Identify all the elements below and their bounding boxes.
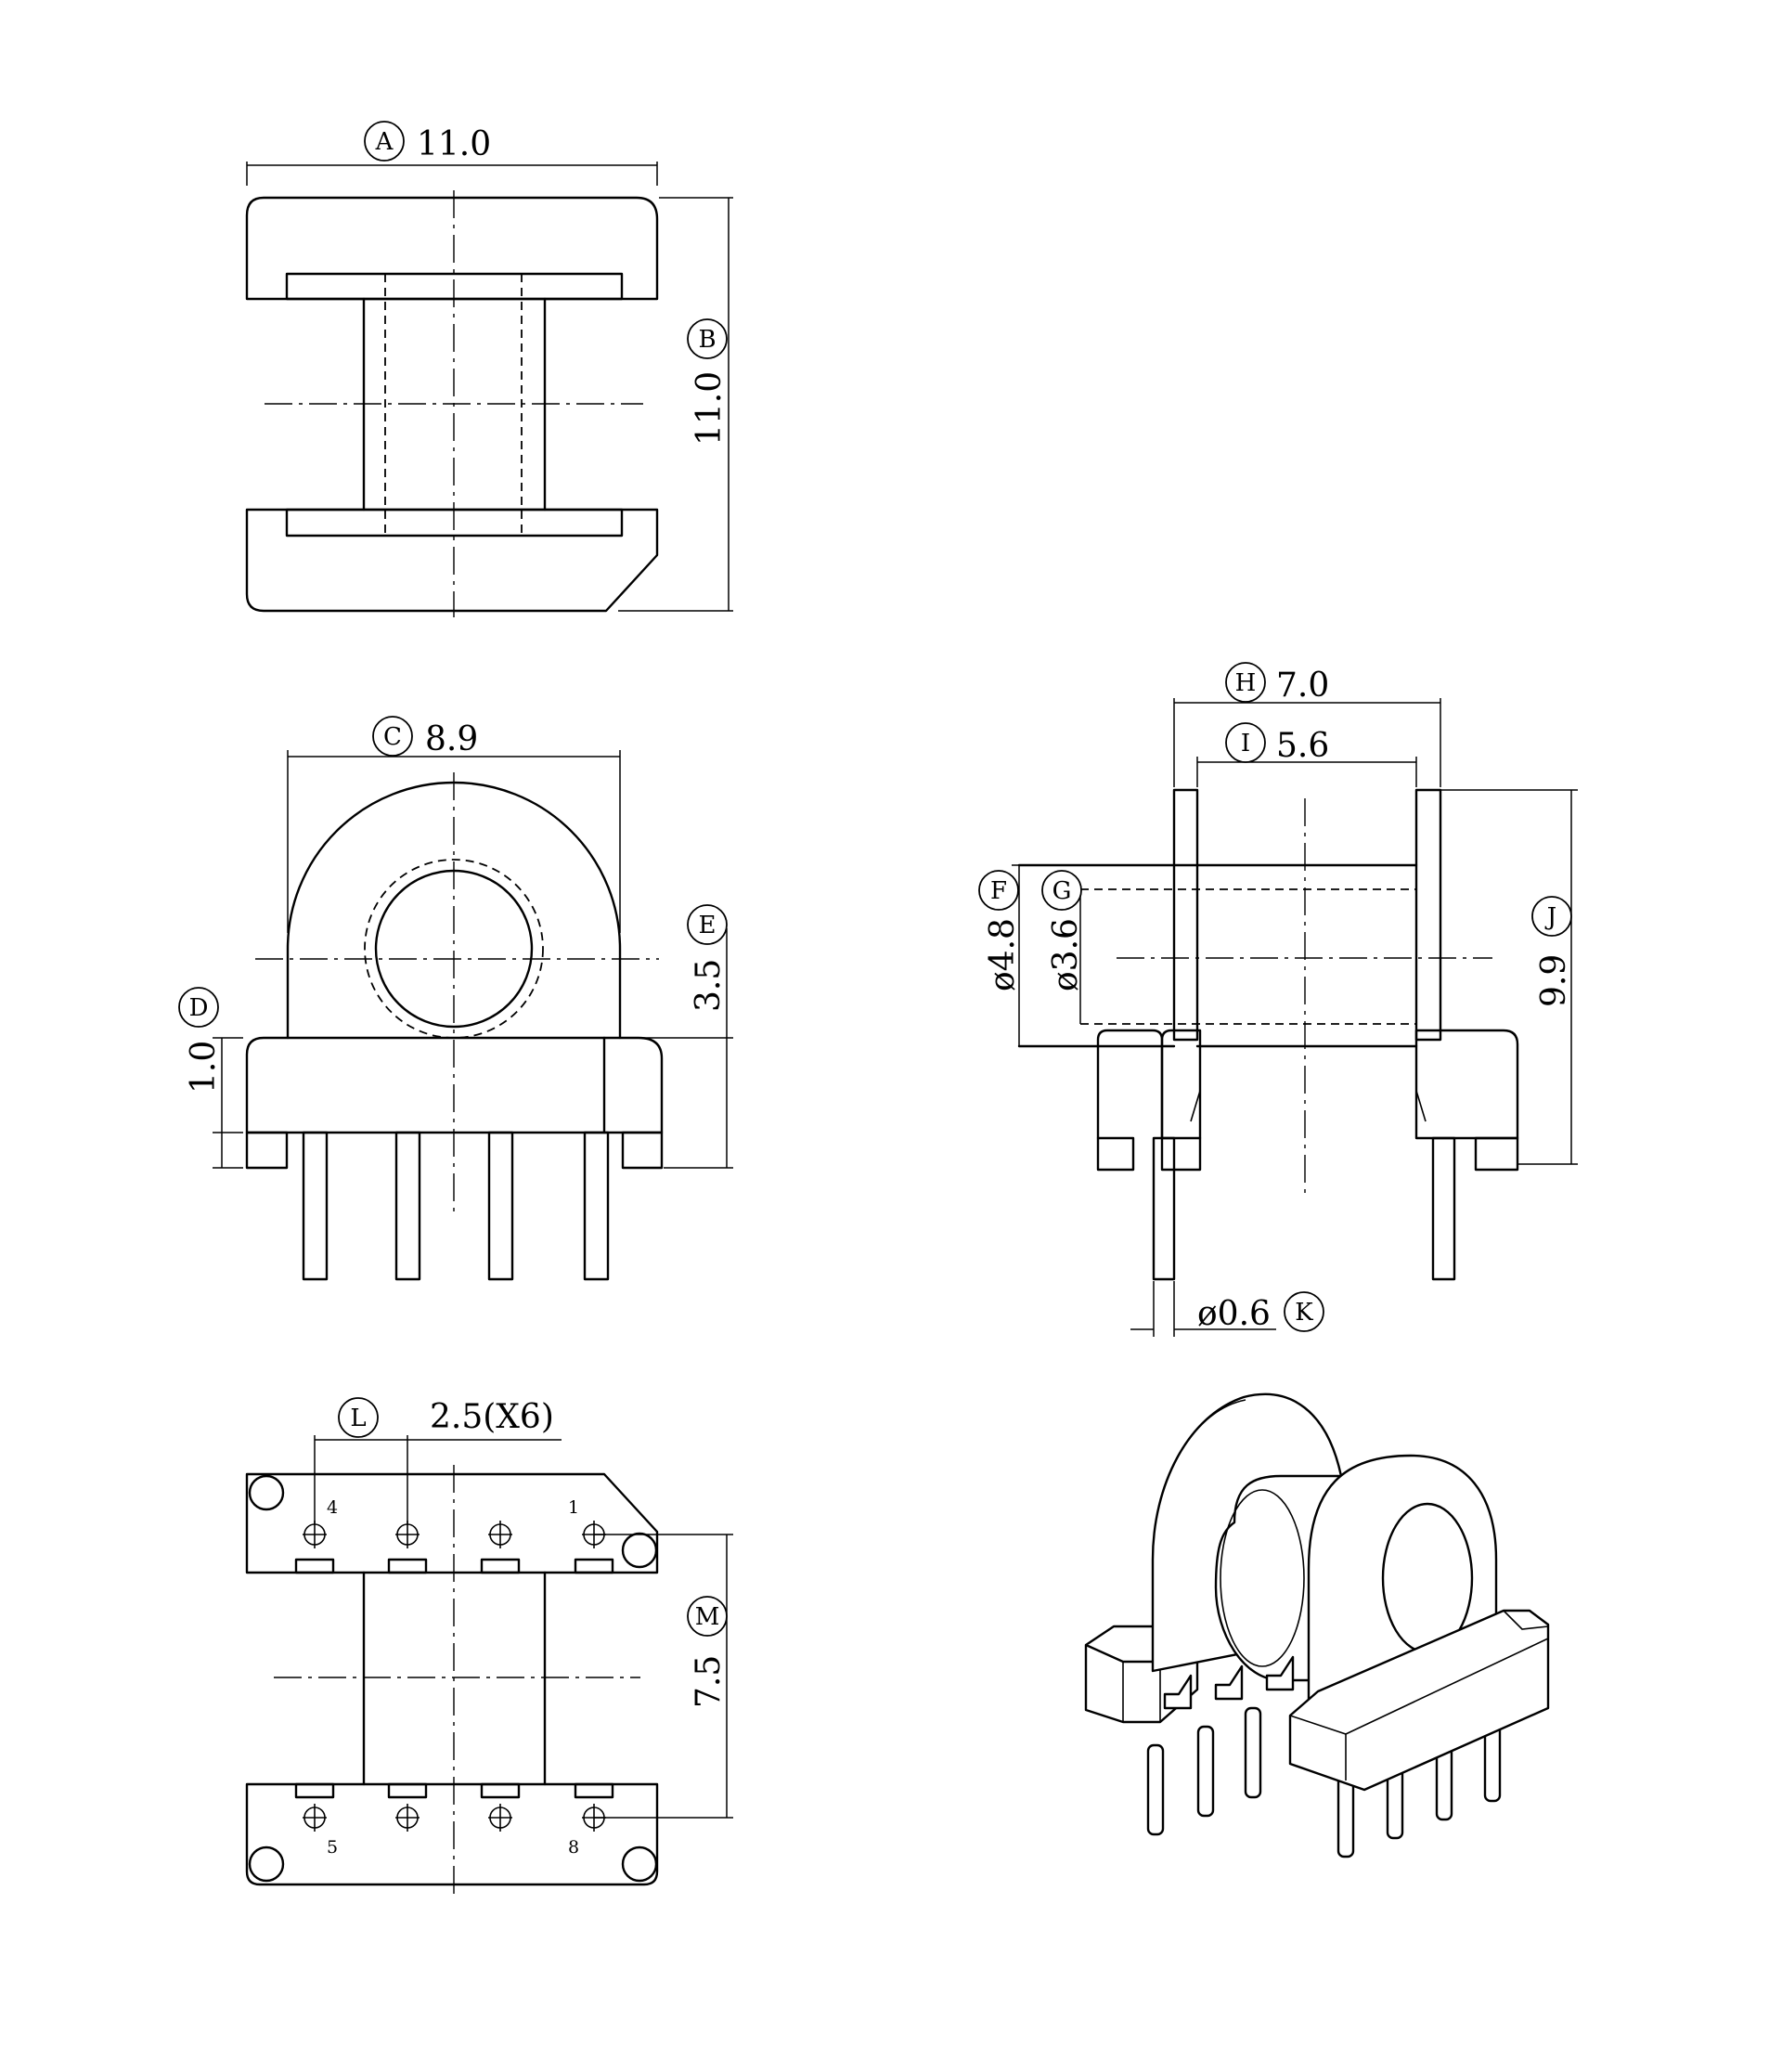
dimension-d-value: 1.0 [185,1041,223,1094]
side-view [1017,788,1519,1281]
dimension-marker-h [1225,662,1266,703]
dimension-d: D 1.0 [178,987,243,1169]
dimension-e: E 3.5 [620,904,733,1169]
dimension-marker-c [372,716,413,757]
pin-label-5: 5 [327,1837,338,1858]
dimension-marker-f-label: F [990,877,1007,905]
dimension-k-value: ø0.6 [1197,1295,1271,1333]
dimension-m-value: 7.5 [690,1655,728,1708]
dimension-b: B 11.0 [618,197,733,612]
dimension-j: J 9.9 [1440,789,1578,1165]
dimension-marker-e [687,904,728,945]
dimension-marker-m-label: M [695,1603,720,1631]
dimension-a-value: 11.0 [417,125,491,163]
dimension-m: M 7.5 [594,1534,733,1819]
dimension-a: A 11.0 [246,121,658,186]
dimension-h: H 7.0 [1173,662,1441,787]
dimension-marker-l-label: L [350,1405,366,1432]
front-view [245,772,664,1281]
dimension-marker-e-label: E [699,912,717,939]
dimension-f: F ø4.8 [978,864,1174,1046]
dimension-f-value: ø4.8 [984,918,1022,991]
dimension-marker-k-label: K [1295,1299,1313,1327]
dimension-marker-a-label: A [375,128,394,156]
dimension-e-value: 3.5 [690,959,728,1012]
dimension-j-value: 9.9 [1535,954,1573,1007]
dimension-marker-m [687,1596,728,1637]
dimension-marker-k [1284,1291,1324,1332]
dimension-marker-b-label: B [698,326,716,354]
dimension-marker-j [1531,896,1572,937]
dimension-marker-g [1041,870,1082,911]
dimension-marker-b [687,318,728,359]
dimension-k: ø0.6 K [1130,1281,1324,1337]
dimension-marker-d [178,987,219,1028]
dimension-marker-a [364,121,405,162]
dimension-h-value: 7.0 [1276,667,1329,705]
bottom-view: 4 1 5 8 [245,1465,659,1894]
dimension-l-value: 2.5(X6) [430,1398,554,1436]
dimension-c: C 8.9 [287,716,621,933]
dimension-marker-g-label: G [1052,877,1072,905]
dimension-marker-i-label: I [1241,730,1250,758]
dimension-marker-j-label: J [1544,903,1556,931]
pin-label-8: 8 [568,1837,579,1858]
dimension-marker-i [1225,722,1266,763]
dimension-marker-l [338,1397,379,1438]
top-view [245,190,659,617]
dimension-i-value: 5.6 [1276,727,1329,765]
dimension-b-value: 11.0 [691,371,729,446]
pin-label-1: 1 [568,1497,579,1518]
dimension-marker-d-label: D [189,994,209,1022]
dimension-g-value: ø3.6 [1047,918,1085,991]
dimension-marker-f [978,870,1019,911]
dimension-c-value: 8.9 [425,720,478,758]
dimension-g: G ø3.6 [1041,870,1085,1024]
pin-label-4: 4 [327,1497,338,1518]
dimension-marker-h-label: H [1235,669,1257,697]
isometric-view [1084,1392,1550,1858]
dimension-i: I 5.6 [1196,722,1417,787]
dimension-l: L 2.5(X6) [314,1397,562,1525]
dimension-marker-c-label: C [383,723,402,751]
